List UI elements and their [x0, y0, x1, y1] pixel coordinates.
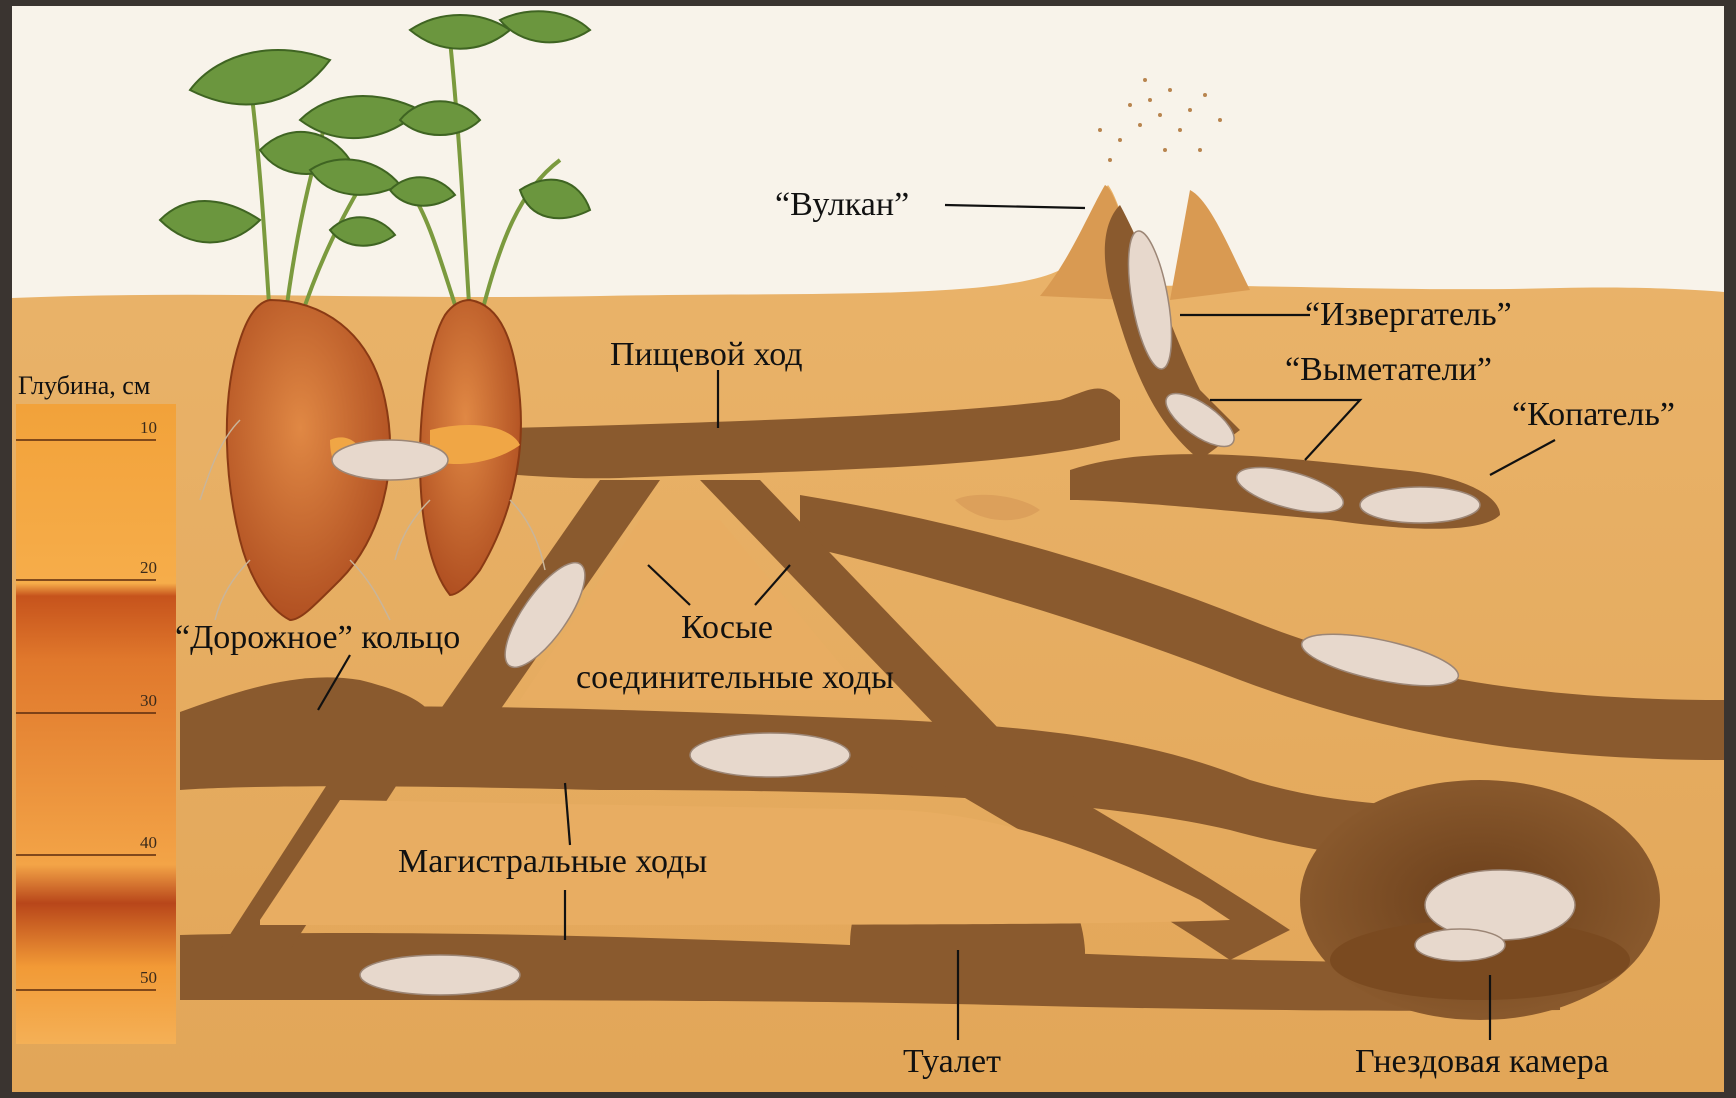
naked-mole-rat-icon: [1360, 487, 1480, 523]
depth-scale-title: Глубина, см: [18, 371, 150, 400]
label-road-ring: “Дорожное” кольцо: [175, 619, 460, 656]
naked-mole-rat-icon: [360, 955, 520, 995]
depth-tick-30: 30: [140, 691, 157, 710]
depth-tick-40: 40: [140, 833, 157, 852]
label-oblique-line2: соединительные ходы: [576, 659, 894, 696]
label-nest-chamber: Гнездовая камера: [1355, 1043, 1609, 1080]
depth-scale: 10 20 30 40 50 Глубина, см: [16, 371, 176, 1044]
label-volcano: “Вулкан”: [775, 186, 909, 223]
depth-tick-50: 50: [140, 968, 157, 987]
label-sweepers: “Выметатели”: [1285, 351, 1492, 388]
depth-tick-10: 10: [140, 418, 157, 437]
label-digger: “Копатель”: [1512, 396, 1675, 433]
label-oblique-line1: Косые: [681, 609, 773, 646]
depth-tick-20: 20: [140, 558, 157, 577]
label-main-tunnels: Магистральные ходы: [398, 843, 707, 880]
label-food-tunnel: Пищевой ход: [610, 336, 803, 373]
label-erupter: “Извергатель”: [1305, 296, 1512, 333]
label-toilet: Туалет: [903, 1043, 1001, 1080]
naked-mole-rat-icon: [332, 440, 448, 480]
naked-mole-rat-icon: [1415, 929, 1505, 961]
naked-mole-rat-icon: [690, 733, 850, 777]
depth-scale-bar: [16, 404, 176, 1044]
